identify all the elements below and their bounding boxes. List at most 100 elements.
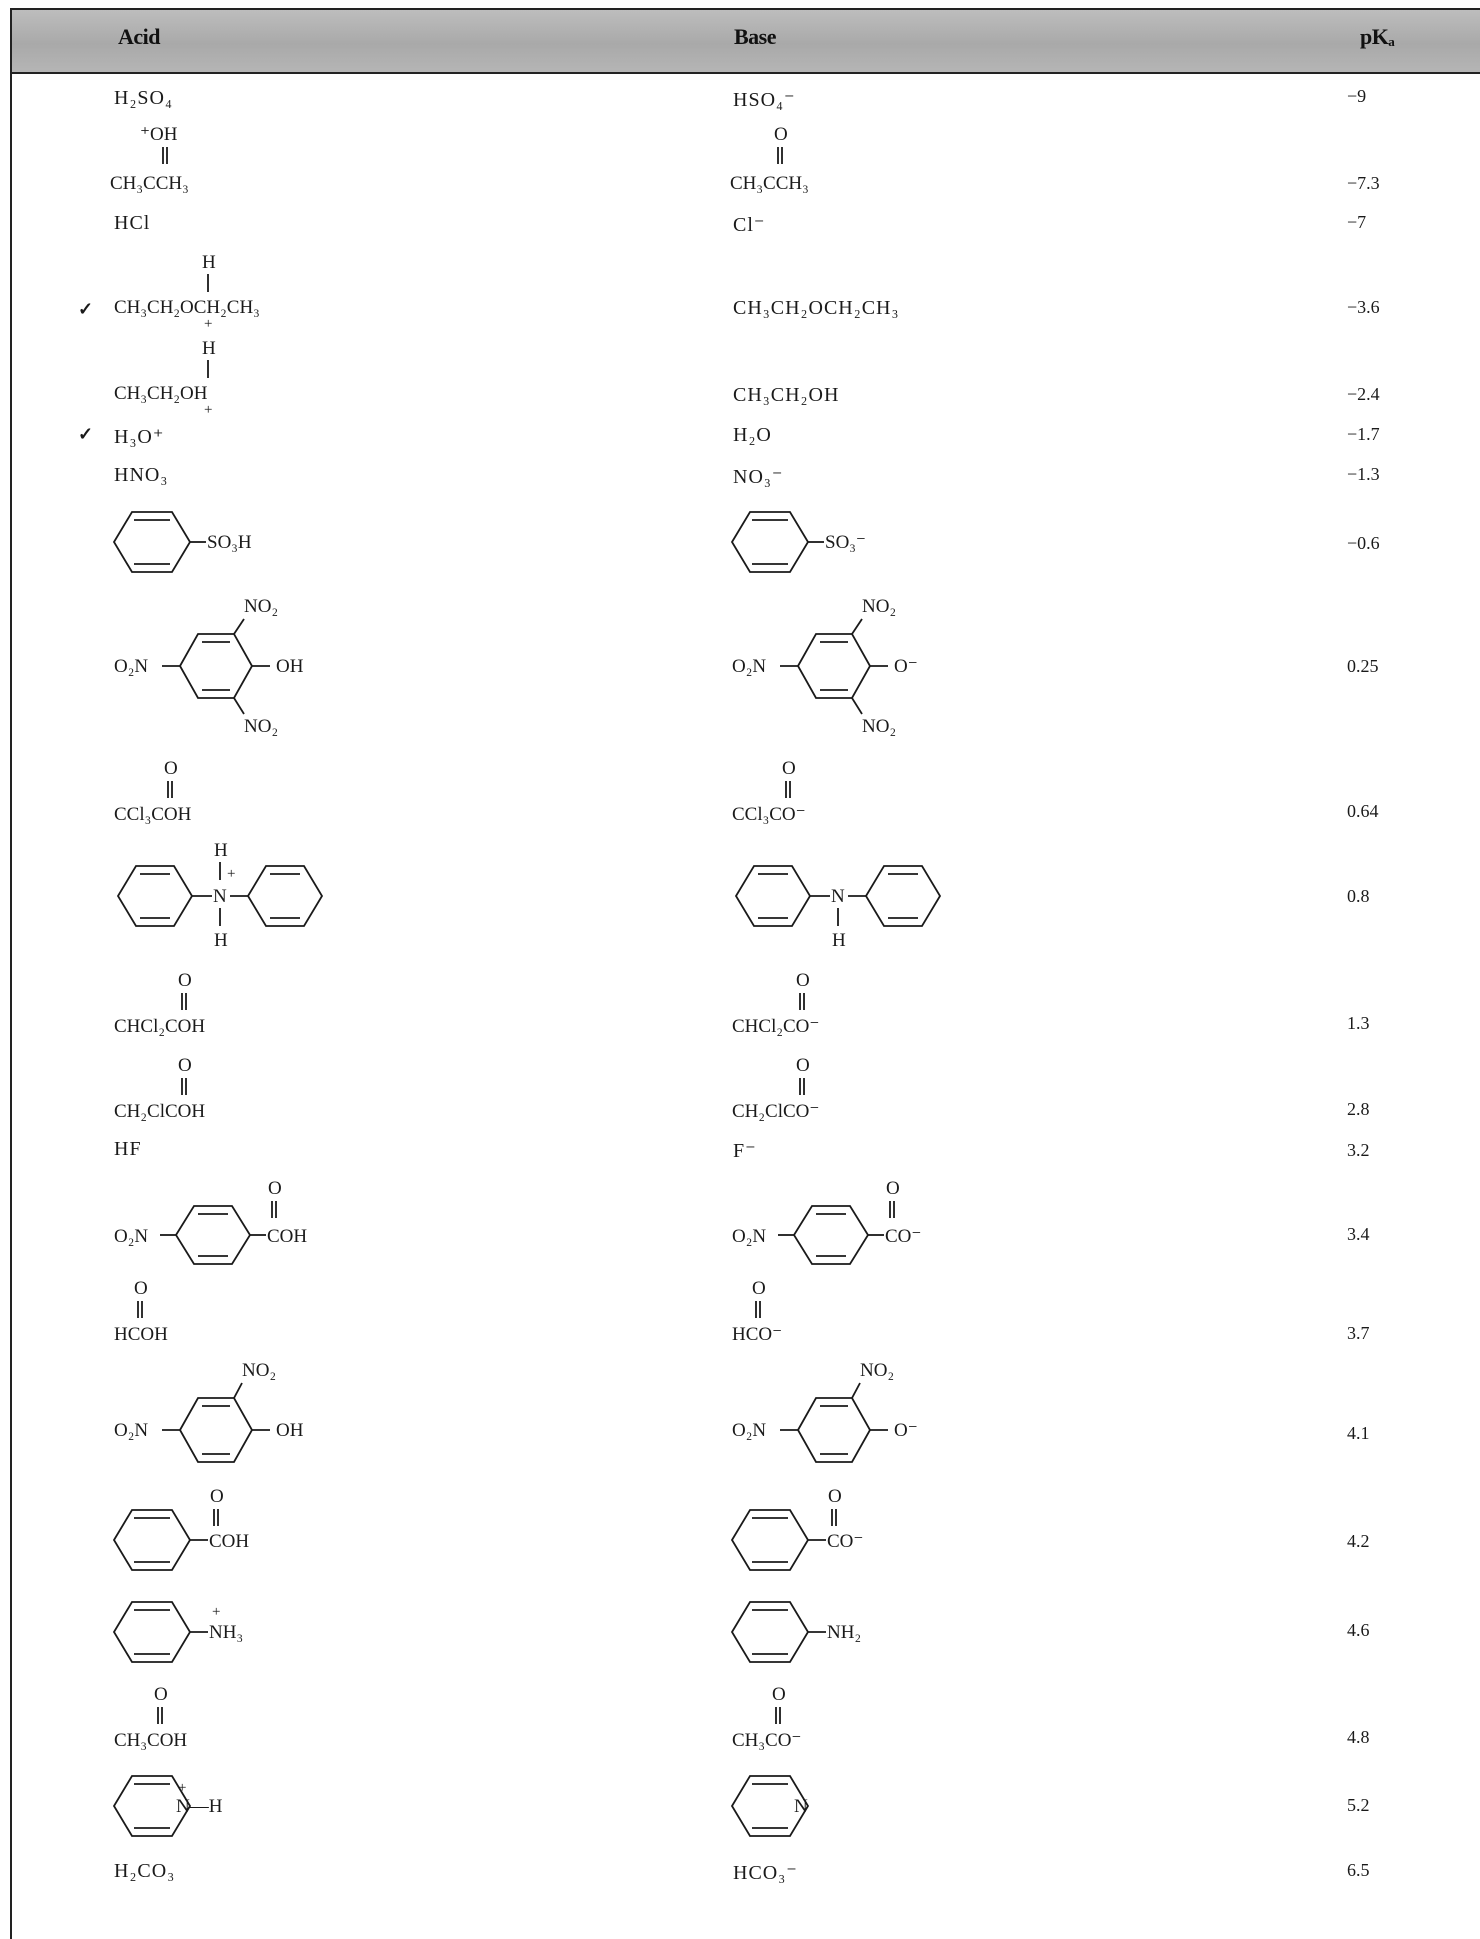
pka-value: 6.5 xyxy=(1347,1860,1370,1880)
structure-label: + xyxy=(227,866,235,882)
structure-label: N xyxy=(831,886,845,907)
structure-label: O xyxy=(178,1055,192,1076)
structure-label: CO⁻ xyxy=(885,1226,921,1247)
base-formula: NO₃⁻ xyxy=(733,466,784,488)
structure-label: H xyxy=(202,252,216,273)
base-structure: SO₃⁻ xyxy=(730,511,866,573)
pka-value: 2.8 xyxy=(1347,1099,1370,1119)
base-structure: O CCl₃CO⁻ xyxy=(732,758,806,825)
base-formula: F⁻ xyxy=(733,1140,757,1162)
pka-value: −3.6 xyxy=(1347,297,1380,317)
acid-structure: SO₃H xyxy=(112,511,252,573)
structure-label: NO₂ xyxy=(244,596,278,617)
check-mark: ✓ xyxy=(78,424,94,444)
structure-label: O xyxy=(796,970,810,991)
acid-structure: H CH₃CH₂OCH₂CH₃ + xyxy=(114,252,260,332)
structure-label: O₂N xyxy=(114,656,148,677)
pka-value: 0.64 xyxy=(1347,801,1379,821)
structure-label: O₂N xyxy=(114,1420,148,1441)
header-pka: pKₐ xyxy=(1360,24,1395,49)
structure-label: O xyxy=(828,1486,842,1507)
structure-label: N xyxy=(794,1796,808,1817)
structure-label: SO₃H xyxy=(207,532,252,553)
structure-label: N—H xyxy=(176,1796,223,1817)
base-formula: HCO₃⁻ xyxy=(733,1862,798,1884)
structure-label: O⁻ xyxy=(894,1420,918,1441)
structure-label: CCl₃COH xyxy=(114,804,192,825)
base-structure: O CH₃CO⁻ xyxy=(732,1684,801,1751)
pka-value: −1.7 xyxy=(1347,424,1380,444)
pka-value: 0.8 xyxy=(1347,886,1370,906)
structure-label: CH₃COH xyxy=(114,1730,187,1751)
structure-label: CH₃CH₂OH xyxy=(114,383,208,404)
acid-formula: HNO₃ xyxy=(114,464,169,486)
pka-value: −1.3 xyxy=(1347,464,1380,484)
pka-value: −7.3 xyxy=(1347,173,1380,193)
base-structure: N H xyxy=(734,865,942,951)
structure-label: O xyxy=(134,1278,148,1299)
structure-label: NO₂ xyxy=(242,1360,276,1381)
structure-label: O xyxy=(772,1684,786,1705)
check-mark: ✓ xyxy=(78,299,94,319)
table-header: Acid Base pKₐ xyxy=(12,10,1480,74)
acid-formula: HF xyxy=(114,1138,142,1160)
pka-value: 4.6 xyxy=(1347,1620,1370,1640)
structure-label: N xyxy=(213,886,227,907)
structure-label: HCO⁻ xyxy=(732,1324,782,1345)
acid-structure: O CH₃COH xyxy=(114,1684,187,1751)
base-structure: O CH₃CCH₃ xyxy=(730,124,809,194)
structure-label: + xyxy=(212,1604,220,1620)
structure-label: H xyxy=(214,840,228,861)
structure-label: CH₃CCH₃ xyxy=(730,173,809,194)
base-structure: O CHCl₂CO⁻ xyxy=(732,970,819,1037)
structure-label: CO⁻ xyxy=(827,1531,863,1552)
structure-label: O xyxy=(886,1178,900,1199)
structure-label: O xyxy=(210,1486,224,1507)
header-acid: Acid xyxy=(118,24,161,49)
structure-label: NO₂ xyxy=(862,716,896,737)
structure-label: CHCl₂CO⁻ xyxy=(732,1016,819,1037)
base-formula: HSO₄⁻ xyxy=(733,89,796,111)
acid-structure: O CHCl₂COH xyxy=(114,970,205,1037)
structure-label: COH xyxy=(267,1226,307,1247)
acid-structure: H + N H xyxy=(116,840,324,951)
structure-label: SO₃⁻ xyxy=(825,532,866,553)
structure-label: H xyxy=(214,930,228,951)
structure-label: NO₂ xyxy=(862,596,896,617)
structure-label: O xyxy=(154,1684,168,1705)
acid-structure: H CH₃CH₂OH + xyxy=(114,338,216,418)
pka-value: 4.1 xyxy=(1347,1423,1370,1443)
structure-label: O xyxy=(752,1278,766,1299)
base-structure: NO₂ O₂N O⁻ xyxy=(732,1360,918,1463)
structure-label: NO₂ xyxy=(860,1360,894,1381)
structure-label: O₂N xyxy=(114,1226,148,1247)
acid-formula: H₃O⁺ xyxy=(114,426,165,448)
base-formula: CH₃CH₂OCH₂CH₃ xyxy=(733,297,900,319)
structure-label: CH₃CH₂OCH₂CH₃ xyxy=(114,297,260,318)
acid-structure: O₂N O COH xyxy=(114,1178,307,1265)
structure-label: ⁺OH xyxy=(140,124,178,145)
pka-value: 3.2 xyxy=(1347,1140,1370,1160)
base-structure: O CO⁻ xyxy=(730,1486,863,1571)
structure-label: CH₃CO⁻ xyxy=(732,1730,801,1751)
structure-label: CH₂ClCOH xyxy=(114,1101,205,1122)
base-formula: Cl⁻ xyxy=(733,214,766,236)
pka-value: −2.4 xyxy=(1347,384,1380,404)
structure-label: CCl₃CO⁻ xyxy=(732,804,806,825)
base-structure: O₂N O CO⁻ xyxy=(732,1178,921,1265)
structure-label: CH₂ClCO⁻ xyxy=(732,1101,819,1122)
pka-value: 4.8 xyxy=(1347,1727,1370,1747)
structure-label: NH₂ xyxy=(827,1622,861,1643)
structure-label: NO₂ xyxy=(244,716,278,737)
structure-label: OH xyxy=(276,656,304,677)
structure-label: OH xyxy=(276,1420,304,1441)
acid-structure: O CH₂ClCOH xyxy=(114,1055,205,1122)
base-structure: NO₂ O₂N O⁻ NO₂ xyxy=(732,596,918,737)
table-frame xyxy=(10,8,1480,1939)
acid-structure: O COH xyxy=(112,1486,249,1571)
acid-structure: ⁺OH CH₃CCH₃ xyxy=(110,124,189,194)
base-structure: O CH₂ClCO⁻ xyxy=(732,1055,819,1122)
structure-label: CH₃CCH₃ xyxy=(110,173,189,194)
base-formula: CH₃CH₂OH xyxy=(733,384,840,406)
structure-label: O xyxy=(178,970,192,991)
